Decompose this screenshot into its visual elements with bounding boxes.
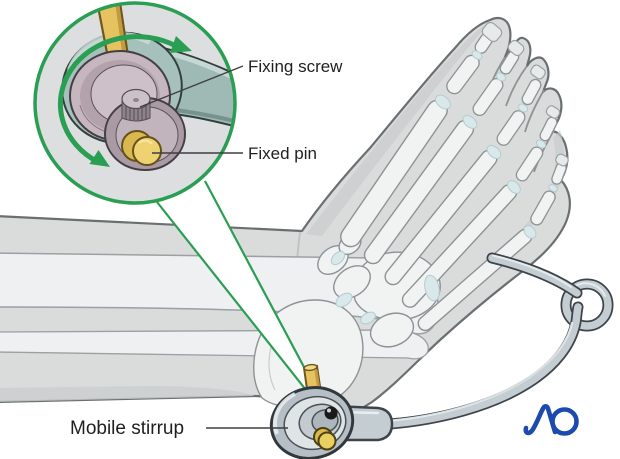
leader-line-fixing-screw <box>139 65 244 108</box>
mobile-stirrup-label: Mobile stirrup <box>70 418 184 439</box>
fixed-pin-tip <box>121 130 162 166</box>
magnifier-inset <box>33 1 237 205</box>
magnifier-circle <box>33 1 237 205</box>
stirrup-hole <box>324 406 338 420</box>
bow-lower-rod <box>384 301 584 430</box>
stirrup-pin-end <box>313 427 337 451</box>
rotation-arrow-icon <box>57 34 192 167</box>
bow-upper-rod <box>486 252 583 299</box>
annotations: Fixing screw Fixed pin Mobile stirrup <box>70 57 343 439</box>
fixing-screw-label: Fixing screw <box>248 57 343 76</box>
mobile-stirrup-device <box>269 386 394 459</box>
toe-nails <box>481 21 569 167</box>
ao-logo-letter-a <box>523 403 558 436</box>
phalanx-bones <box>446 32 567 226</box>
cartilage-joints <box>330 50 558 325</box>
fixed-pin-label: Fixed pin <box>248 144 317 163</box>
ao-logo-letter-o <box>550 407 579 436</box>
callout-beam <box>156 180 314 391</box>
ao-logo: AO <box>523 403 579 436</box>
leg-bottom-shadow <box>0 386 255 402</box>
instep-shading <box>306 22 490 236</box>
traction-bow <box>384 252 614 430</box>
